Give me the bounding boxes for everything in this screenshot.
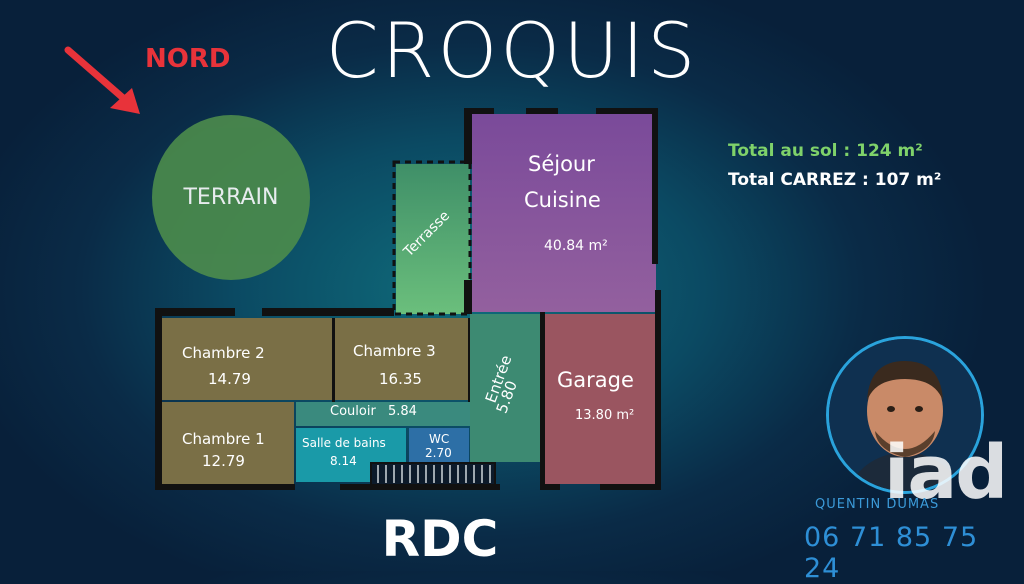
wall xyxy=(262,308,394,316)
room-area: 14.79 xyxy=(208,370,251,388)
room-chambre-1: Chambre 1 12.79 xyxy=(162,402,294,484)
level-label: RDC xyxy=(381,510,499,568)
total-carrez: Total CARREZ : 107 m² xyxy=(728,170,942,190)
room-area: 13.80 m² xyxy=(575,408,635,423)
arrow-icon xyxy=(64,46,140,114)
stairs-icon xyxy=(370,462,496,486)
wall xyxy=(652,108,658,264)
terrain-area: TERRAIN xyxy=(152,115,310,280)
room-name: Chambre 2 xyxy=(182,344,265,362)
room-area: 12.79 xyxy=(202,452,245,470)
room-name: Chambre 3 xyxy=(353,342,436,360)
room-area: 8.14 xyxy=(330,454,357,468)
agent-photo-icon xyxy=(829,339,981,491)
room-name: Couloir xyxy=(330,404,376,419)
room-name: Séjour xyxy=(528,152,595,176)
room-couloir: Couloir 5.84 xyxy=(296,402,470,426)
wall xyxy=(540,312,545,490)
wall xyxy=(464,108,472,164)
avatar xyxy=(826,336,984,494)
floor-plan: Séjour Cuisine 40.84 m² Terrasse Chambre… xyxy=(155,108,661,490)
room-area: 16.35 xyxy=(379,370,422,388)
room-terrasse: Terrasse xyxy=(396,164,470,314)
wall xyxy=(526,108,558,114)
room-garage: Garage 13.80 m² xyxy=(545,314,655,484)
agent-name: QUENTIN DUMAS xyxy=(815,497,940,512)
room-area: 2.70 xyxy=(425,446,452,460)
wall xyxy=(468,318,470,402)
wall xyxy=(596,108,658,114)
room-entree: Entrée 5.80 xyxy=(470,314,542,462)
room-name: Cuisine xyxy=(524,188,601,212)
terrain-label: TERRAIN xyxy=(183,185,279,210)
agent-phone: 06 71 85 75 24 xyxy=(804,522,979,584)
wall xyxy=(464,280,472,314)
room-name: Chambre 1 xyxy=(182,430,265,448)
room-chambre-2: Chambre 2 14.79 xyxy=(162,318,332,400)
wall xyxy=(155,308,235,316)
room-name: Salle de bains xyxy=(302,436,386,450)
wall xyxy=(600,484,661,490)
wall xyxy=(655,290,661,490)
total-au-sol: Total au sol : 124 m² xyxy=(728,141,923,161)
room-name: Garage xyxy=(557,368,634,392)
wall xyxy=(472,108,494,114)
room-area: 40.84 m² xyxy=(544,238,608,254)
terrasse-outline xyxy=(392,160,472,316)
room-wc: WC 2.70 xyxy=(409,428,469,462)
room-area: 5.84 xyxy=(388,404,417,419)
wall xyxy=(332,318,335,402)
wall xyxy=(155,484,295,490)
wall xyxy=(340,484,500,490)
wall xyxy=(540,484,560,490)
room-name: WC xyxy=(429,432,450,446)
room-chambre-3: Chambre 3 16.35 xyxy=(335,318,468,400)
room-sejour-cuisine: Séjour Cuisine 40.84 m² xyxy=(472,114,656,312)
wall xyxy=(155,308,162,490)
iad-logo: iad xyxy=(884,430,1008,516)
page-title: CROQUIS xyxy=(325,6,699,95)
north-label: NORD xyxy=(145,44,231,74)
